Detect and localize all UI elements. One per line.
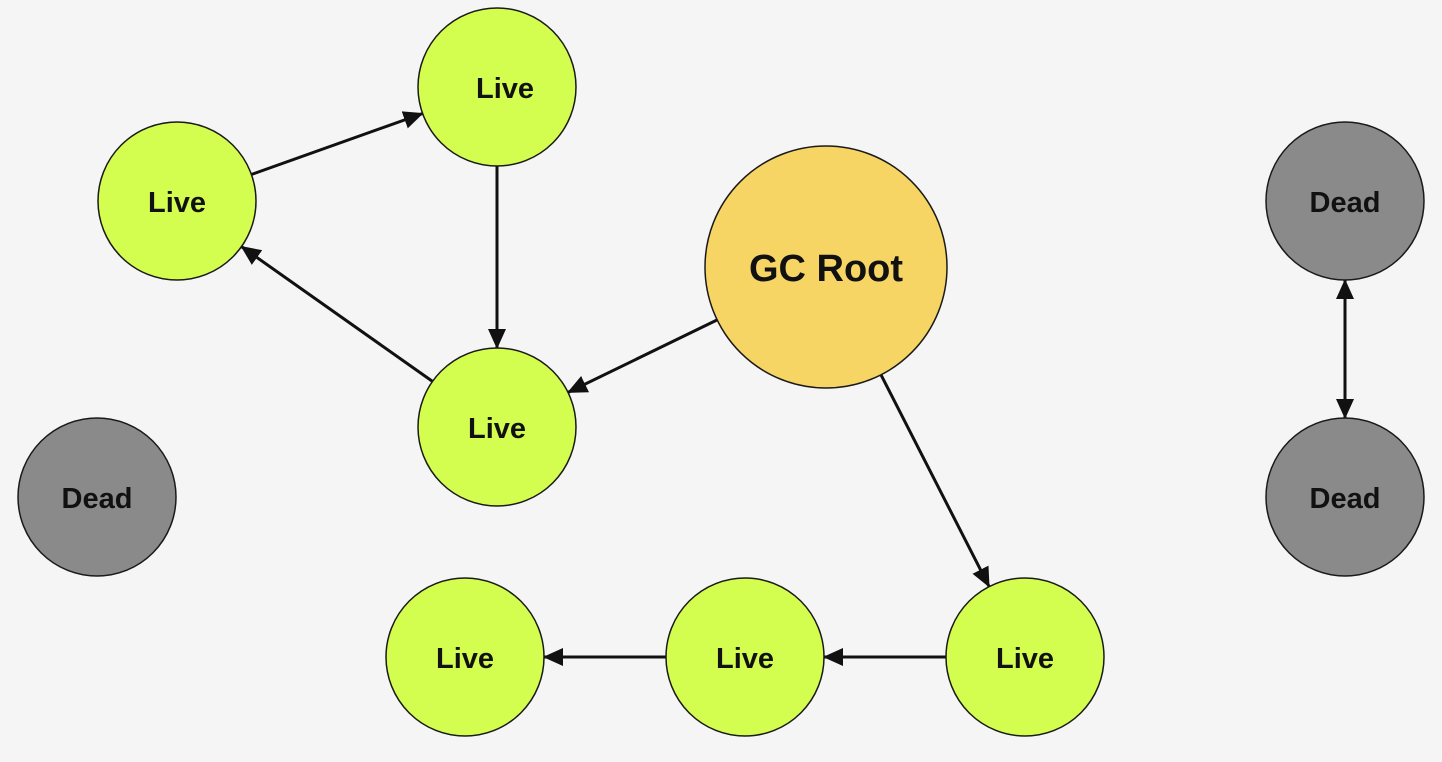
node-dead-left: Dead [17,417,177,577]
dead-node-label: Dead [62,483,133,515]
live-node-label: Live [716,643,774,675]
dead-node-label: Dead [1310,187,1381,219]
node-live-center: Live [417,347,577,507]
node-live-top: Live [417,7,577,167]
dead-node-label: Dead [1310,483,1381,515]
edge-live-top-left-to-live-top [250,111,424,176]
live-node-circle [97,121,257,281]
live-node-circle [665,577,825,737]
live-node-circle [945,577,1105,737]
live-node-label: Live [996,643,1054,675]
root-node-circle [704,145,948,389]
root-node-label: GC Root [749,248,903,290]
live-node-circle [385,577,545,737]
node-live-top-left: Live [97,121,257,281]
live-node-circle [417,347,577,507]
node-live-bottom-left: Live [385,577,545,737]
dead-node-circle [1265,417,1425,577]
edge-gc-root-to-live-center [567,318,718,394]
live-node-circle [417,7,577,167]
node-live-bottom-right: Live [945,577,1105,737]
edge-live-center-to-live-top-left [240,245,434,383]
node-gc-root: GC Root [704,145,948,389]
dead-node-circle [17,417,177,577]
live-node-label: Live [436,643,494,675]
node-dead-right-bottom: Dead [1265,417,1425,577]
live-node-label: Live [476,73,534,105]
edges-layer [240,111,1354,666]
live-node-label: Live [468,413,526,445]
node-live-bottom-middle: Live [665,577,825,737]
node-dead-right-top: Dead [1265,121,1425,281]
dead-node-circle [1265,121,1425,281]
live-node-label: Live [148,187,206,219]
edge-gc-root-to-live-bottom-right [879,374,991,588]
